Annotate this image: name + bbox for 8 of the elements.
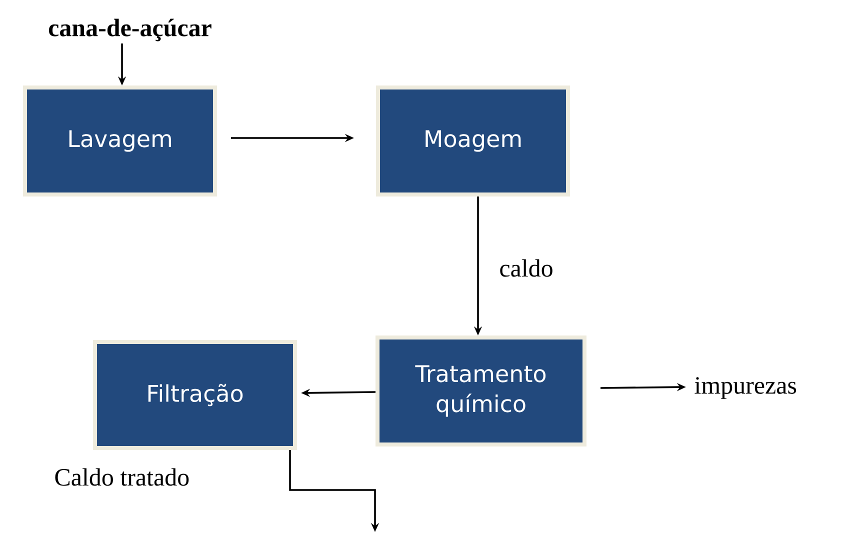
process-box: Filtração [93,340,297,450]
process-box: Moagem [376,86,570,196]
edge-label: caldo [497,257,556,279]
process-box: Tratamento químico [376,336,586,446]
process-box: Lavagem [23,86,217,196]
input-label: cana-de-açúcar [48,18,212,42]
output-label: impurezas [694,377,796,399]
edge-label: Caldo tratado [52,466,192,488]
